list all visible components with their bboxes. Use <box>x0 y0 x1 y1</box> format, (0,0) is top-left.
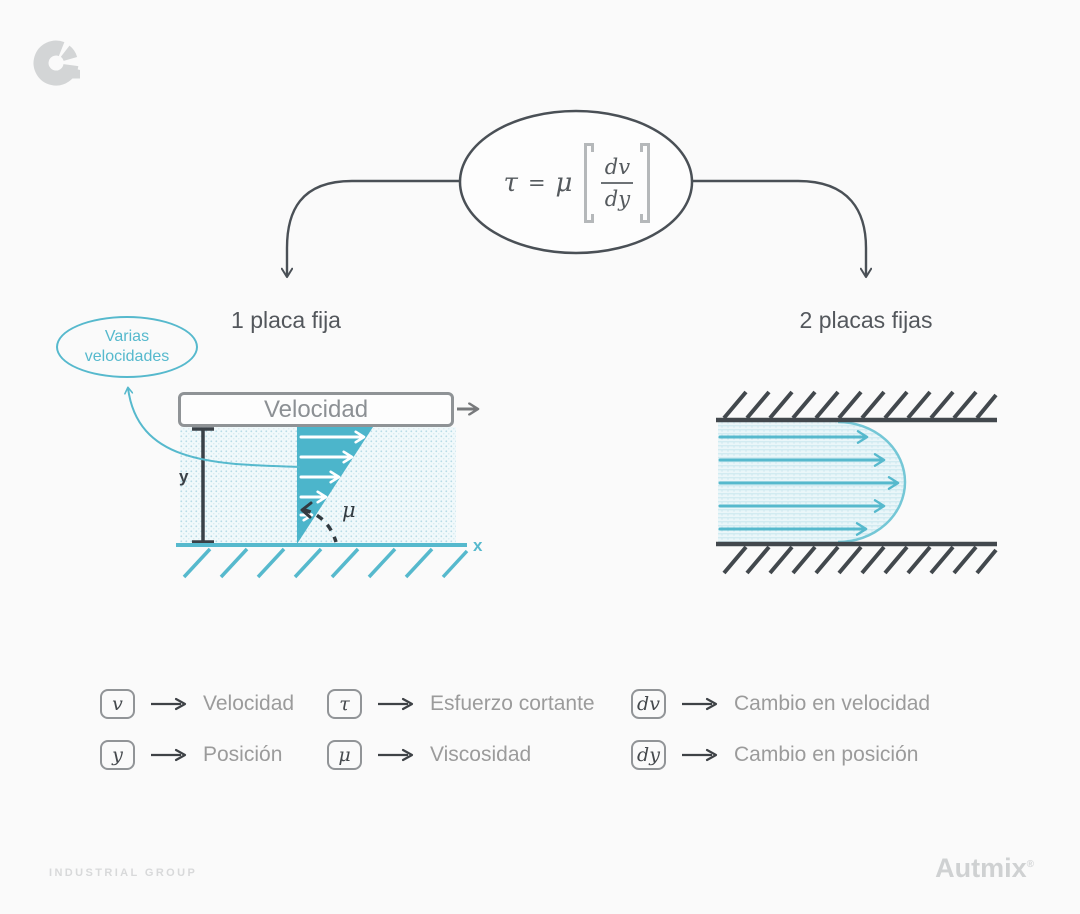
right-arrow-icon <box>151 697 187 710</box>
right-bracket <box>640 143 651 223</box>
legend-item-viscosidad: μ Viscosidad <box>327 739 631 770</box>
bubble-pointer-arrow <box>124 386 301 468</box>
tau-symbol: τ <box>503 168 518 198</box>
legend-label: Viscosidad <box>430 742 532 766</box>
symbol-legend: v Velocidad y Posición τ Esfuerzo cortan… <box>100 678 930 780</box>
autmix-logo-icon <box>33 40 80 86</box>
fraction-numerator: dv <box>604 155 631 179</box>
viscosity-formula: τ = μ dv dy <box>462 114 692 252</box>
registered-mark: ® <box>1026 859 1034 870</box>
legend-label: Cambio en posición <box>734 742 919 766</box>
legend-item-posicion: y Posición <box>100 739 327 770</box>
ground-hatching-left <box>182 547 469 579</box>
legend-label: Posición <box>203 742 283 766</box>
bubble-label: Varias velocidades <box>84 327 170 365</box>
symbol-box-dy: dy <box>631 739 666 770</box>
legend-label: Velocidad <box>203 691 295 715</box>
branch-connectors <box>280 179 873 279</box>
bottom-plate-hatching <box>722 545 998 575</box>
two-plates-heading: 2 placas fijas <box>799 307 933 333</box>
right-branch-arrow <box>693 179 873 279</box>
dv-dy-fraction: dv dy <box>601 155 634 211</box>
velocity-arrows-teal <box>718 430 900 536</box>
mu-symbol: μ <box>555 168 573 198</box>
symbol-box-y: y <box>100 739 135 770</box>
legend-item-cambio-velocidad: dv Cambio en velocidad <box>631 688 931 719</box>
two-plates-diagram <box>716 390 998 575</box>
symbol-box-v: v <box>100 688 135 719</box>
fraction-bar <box>601 182 634 184</box>
x-axis-label: x <box>473 536 483 555</box>
varias-velocidades-bubble: Varias velocidades <box>56 316 198 378</box>
symbol-box-mu: μ <box>327 739 362 770</box>
symbol-box-dv: dv <box>631 688 666 719</box>
legend-item-esfuerzo: τ Esfuerzo cortante <box>327 688 631 719</box>
parabolic-profile-curve <box>837 420 907 544</box>
y-dimension-line <box>192 427 214 544</box>
right-arrow-icon <box>151 748 187 761</box>
fraction-denominator: dy <box>604 187 631 211</box>
one-plate-heading: 1 placa fija <box>231 307 341 333</box>
viscosity-angle-arc <box>300 501 338 543</box>
brand-name: Autmix <box>935 853 1027 883</box>
autmix-wordmark: Autmix® <box>935 853 1034 884</box>
top-plate-hatching <box>722 390 998 420</box>
right-arrow-icon <box>682 748 718 761</box>
legend-item-cambio-posicion: dy Cambio en posición <box>631 739 930 770</box>
legend-label: Cambio en velocidad <box>734 691 931 715</box>
velocidad-plate: Velocidad <box>178 392 454 427</box>
one-plate-diagram <box>124 386 477 579</box>
left-bracket <box>584 143 595 223</box>
industrial-group-text: INDUSTRIAL GROUP <box>49 867 198 879</box>
right-arrow-icon <box>682 697 718 710</box>
velocidad-plate-label: Velocidad <box>263 395 369 423</box>
equals-sign: = <box>527 171 546 195</box>
mu-angle-label: μ <box>342 498 356 522</box>
right-arrow-icon <box>378 697 414 710</box>
legend-label: Esfuerzo cortante <box>430 691 595 715</box>
right-arrow-icon <box>378 748 414 761</box>
symbol-box-tau: τ <box>327 688 362 719</box>
legend-item-velocidad: v Velocidad <box>100 688 327 719</box>
left-branch-arrow <box>280 179 460 279</box>
y-axis-label: y <box>179 467 189 486</box>
